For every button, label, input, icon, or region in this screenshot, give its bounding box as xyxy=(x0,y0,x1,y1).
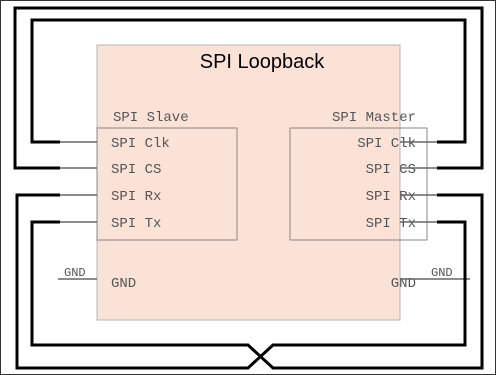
master-pin-cs: SPI CS xyxy=(366,162,416,178)
clk-loop-wire xyxy=(30,18,467,144)
master-pin-clk: SPI Clk xyxy=(357,136,416,152)
master-heading: SPI Master xyxy=(332,110,416,126)
diagram-title: SPI Loopback xyxy=(200,51,326,73)
slave-pin-tx: SPI Tx xyxy=(111,216,161,232)
slave-pin-rx: SPI Rx xyxy=(111,189,161,205)
slave-pin-cs: SPI CS xyxy=(111,162,161,178)
master-pin-tx: SPI Tx xyxy=(366,216,416,232)
master-pin-rx: SPI Rx xyxy=(366,189,416,205)
slave-heading: SPI Slave xyxy=(113,110,189,126)
slave-tx-master-rx-wire xyxy=(30,193,484,370)
master-gnd-label: GND xyxy=(431,266,453,280)
slave-pin-clk: SPI Clk xyxy=(111,136,170,152)
master-pin-box xyxy=(289,127,428,241)
spi-block xyxy=(96,44,401,321)
slave-gnd-label: GND xyxy=(64,266,86,280)
slave-pin-gnd: GND xyxy=(111,276,136,292)
slave-pin-box xyxy=(96,127,238,241)
cs-loop-wire xyxy=(13,6,484,170)
master-pin-gnd: GND xyxy=(391,276,416,292)
